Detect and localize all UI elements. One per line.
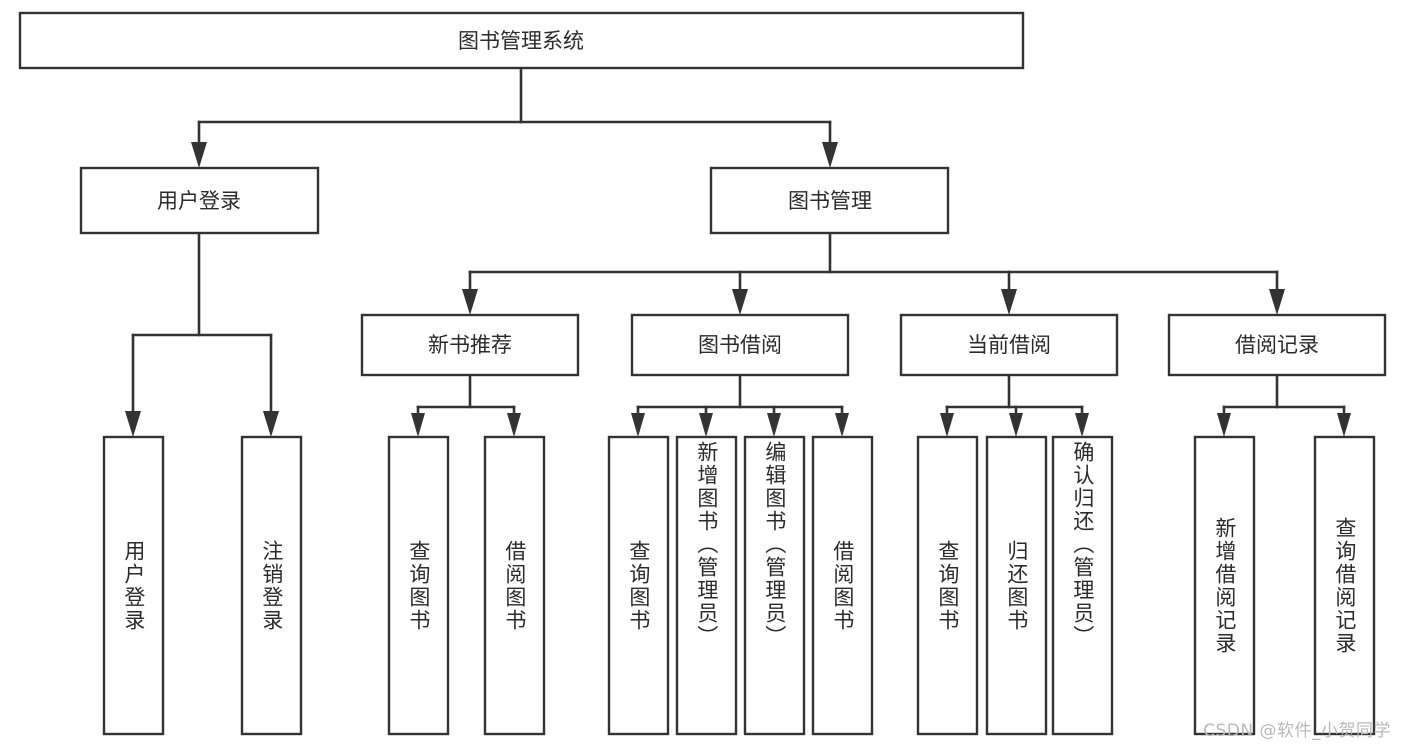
node-leaf-query-book-3-box[interactable] <box>916 435 979 736</box>
node-new-book-recommend[interactable]: 新书推荐 <box>360 313 580 377</box>
arrow-head-borrow-record <box>1269 289 1285 315</box>
node-new-book-recommend-label: 新书推荐 <box>428 333 512 357</box>
node-leaf-query-record-box[interactable] <box>1313 435 1376 736</box>
node-leaf-add-book-box[interactable] <box>675 435 738 736</box>
connector-layer <box>125 66 1351 437</box>
node-current-borrow-box[interactable] <box>899 313 1119 377</box>
arrow-head-leaf-borrow-book-1 <box>507 413 521 437</box>
node-borrow-record-box[interactable] <box>1167 313 1387 377</box>
node-title-box[interactable] <box>18 11 1025 70</box>
node-book-borrow-label: 图书借阅 <box>698 333 782 357</box>
arrow-head-leaf-borrow-book-2 <box>835 413 849 437</box>
arrow-head-leaf-query-book-3 <box>940 413 954 437</box>
node-leaf-return-book-box[interactable] <box>985 435 1048 736</box>
node-leaf-user-login-box[interactable] <box>102 435 165 736</box>
arrow-head-leaf-confirm-return <box>1075 413 1089 437</box>
arrow-head-book-management <box>822 142 838 168</box>
node-book-management-box[interactable] <box>709 166 950 235</box>
node-leaf-edit-book-box[interactable] <box>743 435 806 736</box>
arrow-head-leaf-user-login <box>125 411 141 437</box>
arrow-head-user-login <box>191 142 207 168</box>
arrow-head-leaf-query-record <box>1337 413 1351 437</box>
node-title-label: 图书管理系统 <box>458 29 584 53</box>
node-current-borrow-label: 当前借阅 <box>967 333 1051 357</box>
node-user-login-box[interactable] <box>79 166 320 235</box>
node-new-book-recommend-box[interactable] <box>360 313 580 377</box>
node-leaf-confirm-return-box[interactable] <box>1051 435 1114 736</box>
node-book-management-label: 图书管理 <box>788 189 872 213</box>
arrow-head-new-book-recommend <box>462 289 478 315</box>
arrow-head-leaf-add-book <box>699 413 713 437</box>
arrow-head-book-borrow <box>732 289 748 315</box>
arrow-head-leaf-return-book <box>1009 413 1023 437</box>
node-leaf-add-record-box[interactable] <box>1193 435 1256 736</box>
node-book-borrow-box[interactable] <box>630 313 850 377</box>
node-leaf-query-book-1-box[interactable] <box>387 435 450 736</box>
arrow-head-leaf-edit-book <box>767 413 781 437</box>
node-borrow-record-label: 借阅记录 <box>1235 333 1319 357</box>
node-leaf-query-book-2-box[interactable] <box>607 435 670 736</box>
node-leaf-logout-login-box[interactable] <box>240 435 303 736</box>
node-user-login[interactable]: 用户登录 <box>79 166 320 235</box>
node-title[interactable]: 图书管理系统 <box>18 11 1025 70</box>
node-leaf-borrow-book-1-box[interactable] <box>483 435 546 736</box>
node-current-borrow[interactable]: 当前借阅 <box>899 313 1119 377</box>
arrow-head-leaf-logout-login <box>263 411 279 437</box>
node-leaf-borrow-book-2-box[interactable] <box>811 435 874 736</box>
node-book-borrow[interactable]: 图书借阅 <box>630 313 850 377</box>
arrow-head-leaf-query-book-2 <box>631 413 645 437</box>
arrow-head-leaf-query-book-1 <box>411 413 425 437</box>
arrow-head-leaf-add-record <box>1217 413 1231 437</box>
node-book-management[interactable]: 图书管理 <box>709 166 950 235</box>
node-user-login-label: 用户登录 <box>157 189 241 213</box>
node-borrow-record[interactable]: 借阅记录 <box>1167 313 1387 377</box>
csdn-watermark: CSDN @软件_小贺同学 <box>1203 721 1391 741</box>
arrow-head-current-borrow <box>1001 289 1017 315</box>
